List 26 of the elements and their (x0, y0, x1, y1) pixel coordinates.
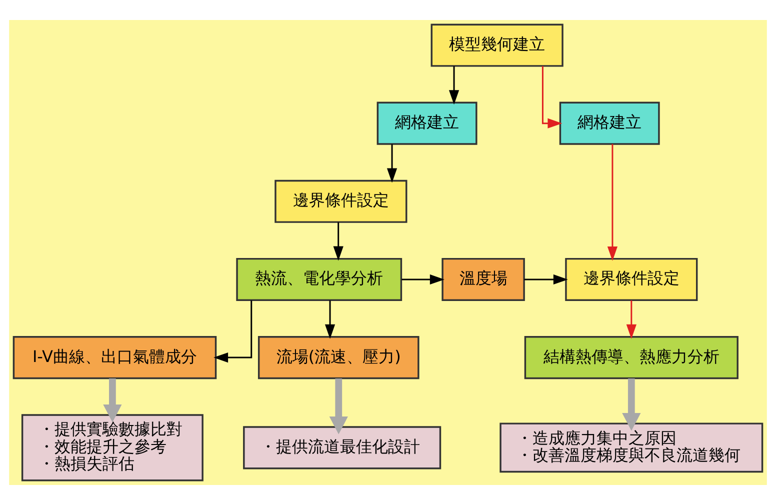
arrow (102, 378, 122, 422)
arrow (324, 300, 335, 338)
node-box: ・提供流道最佳化設計 (242, 426, 441, 469)
arrow (213, 300, 252, 362)
node-box: 模型幾何建立 (430, 23, 563, 66)
node-box: 邊界條件設定 (274, 179, 407, 222)
arrow (332, 222, 343, 260)
node-box: 網格建立 (376, 101, 477, 144)
node-box: 熱流、電化學分析 (236, 257, 402, 300)
node-box: 流場(流速、壓力) (257, 336, 419, 379)
arrow (622, 378, 640, 430)
arrow (401, 274, 444, 284)
node-box: 網格建立 (558, 101, 660, 144)
arrow (524, 274, 568, 284)
node-box: I-V曲線、出口氣體成分 (12, 336, 216, 379)
node-box: 結構熱傳導、熱應力分析 (524, 336, 738, 379)
arrow (448, 66, 459, 104)
arrow (541, 66, 562, 128)
node-box: ・造成應力集中之原因 ・改善溫度梯度與不良流道幾何 (499, 422, 763, 472)
arrow (606, 144, 618, 260)
arrow (386, 144, 397, 182)
node-box: 邊界條件設定 (564, 257, 698, 300)
node-box: 溫度場 (441, 257, 524, 300)
arrow (328, 378, 348, 434)
arrow (626, 300, 636, 338)
node-box: ・提供實驗數據比對 ・效能提升之參考 ・熱損失評估 (20, 414, 203, 481)
